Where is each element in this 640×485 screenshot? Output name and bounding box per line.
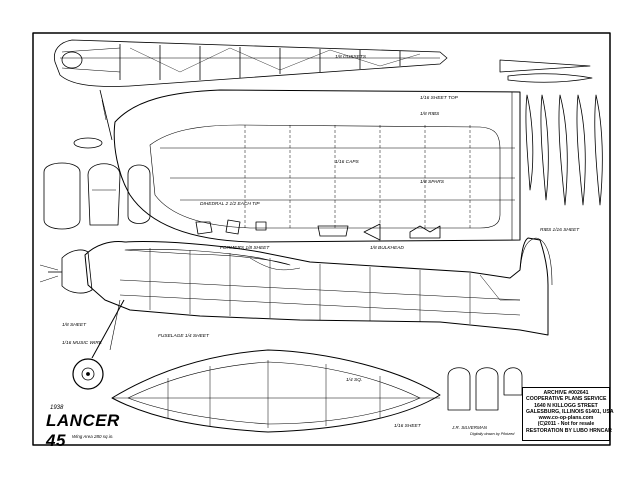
title-name: LANCER 45: [46, 411, 120, 450]
label-sheet-left: 1/8 SHEET: [62, 323, 86, 328]
label-spars: 1/8 SPARS: [420, 180, 444, 185]
stabilizer-top-view: [111, 349, 441, 433]
label-sheet-top: 1/16 SHEET TOP: [420, 96, 458, 101]
info-line: RESTORATION BY LUBO HRNCAR: [526, 427, 612, 434]
label-caps: 1/16 CAPS: [335, 160, 359, 165]
designer-credit: J.R. SILVERMAN: [452, 425, 488, 430]
info-line: GALESBURG, ILLINOIS 61401, USA: [526, 408, 614, 415]
info-line: COOPERATIVE PLANS SERVICE: [526, 396, 607, 403]
archive-info-box: ARCHIVE #002641 COOPERATIVE PLANS SERVIC…: [522, 387, 614, 441]
label-music-wire: 1/16 MUSIC WIRE: [62, 341, 102, 346]
info-line: 1640 N KILLOGG STREET: [534, 402, 598, 409]
label-ribs-2: RIBS 1/16 SHEET: [540, 228, 580, 233]
prop-and-strut: [73, 89, 113, 149]
drawer-credit: Digitally drawn by Pilotzed: [470, 432, 515, 436]
wing-top-view: [113, 89, 521, 243]
title-year: 1938: [50, 405, 64, 411]
info-line: ARCHIVE #002641: [543, 390, 589, 396]
cowl-pieces: [447, 367, 523, 411]
label-bulkhead: 1/8 BULKHEAD: [370, 246, 404, 251]
label-ribs-1: 1/8 RIBS: [420, 112, 440, 117]
sheet-border: [32, 32, 611, 446]
info-line: www.co-op-plans.com: [538, 415, 594, 422]
fuselage-top-view: [53, 39, 448, 87]
stabilizer-pieces: [499, 59, 593, 83]
info-line: (C)2011 - Not for resale: [537, 421, 595, 428]
label-wood-sq: 1/4 SQ.: [346, 378, 363, 383]
wing-ribs: [525, 94, 603, 206]
label-fuselage-sheet: FUSELAGE 1/4 SHEET: [158, 334, 209, 339]
label-gussets: 1/8 GUSSETS: [335, 55, 366, 60]
label-dihedral: DIHEDRAL 2 1/2 EACH TIP: [200, 202, 260, 207]
fuselage-side-view: [39, 237, 553, 336]
formers-left: [43, 162, 151, 230]
formers-row: [195, 219, 441, 241]
title-block: 1938 LANCER 45 Wing Area 280 sq.in.: [46, 405, 126, 450]
title-spec: Wing Area 280 sq.in.: [72, 434, 114, 439]
landing-gear: [72, 299, 125, 390]
label-sheet-right: 1/16 SHEET: [394, 424, 421, 429]
label-formers: FORMERS 1/8 SHEET: [220, 246, 270, 251]
